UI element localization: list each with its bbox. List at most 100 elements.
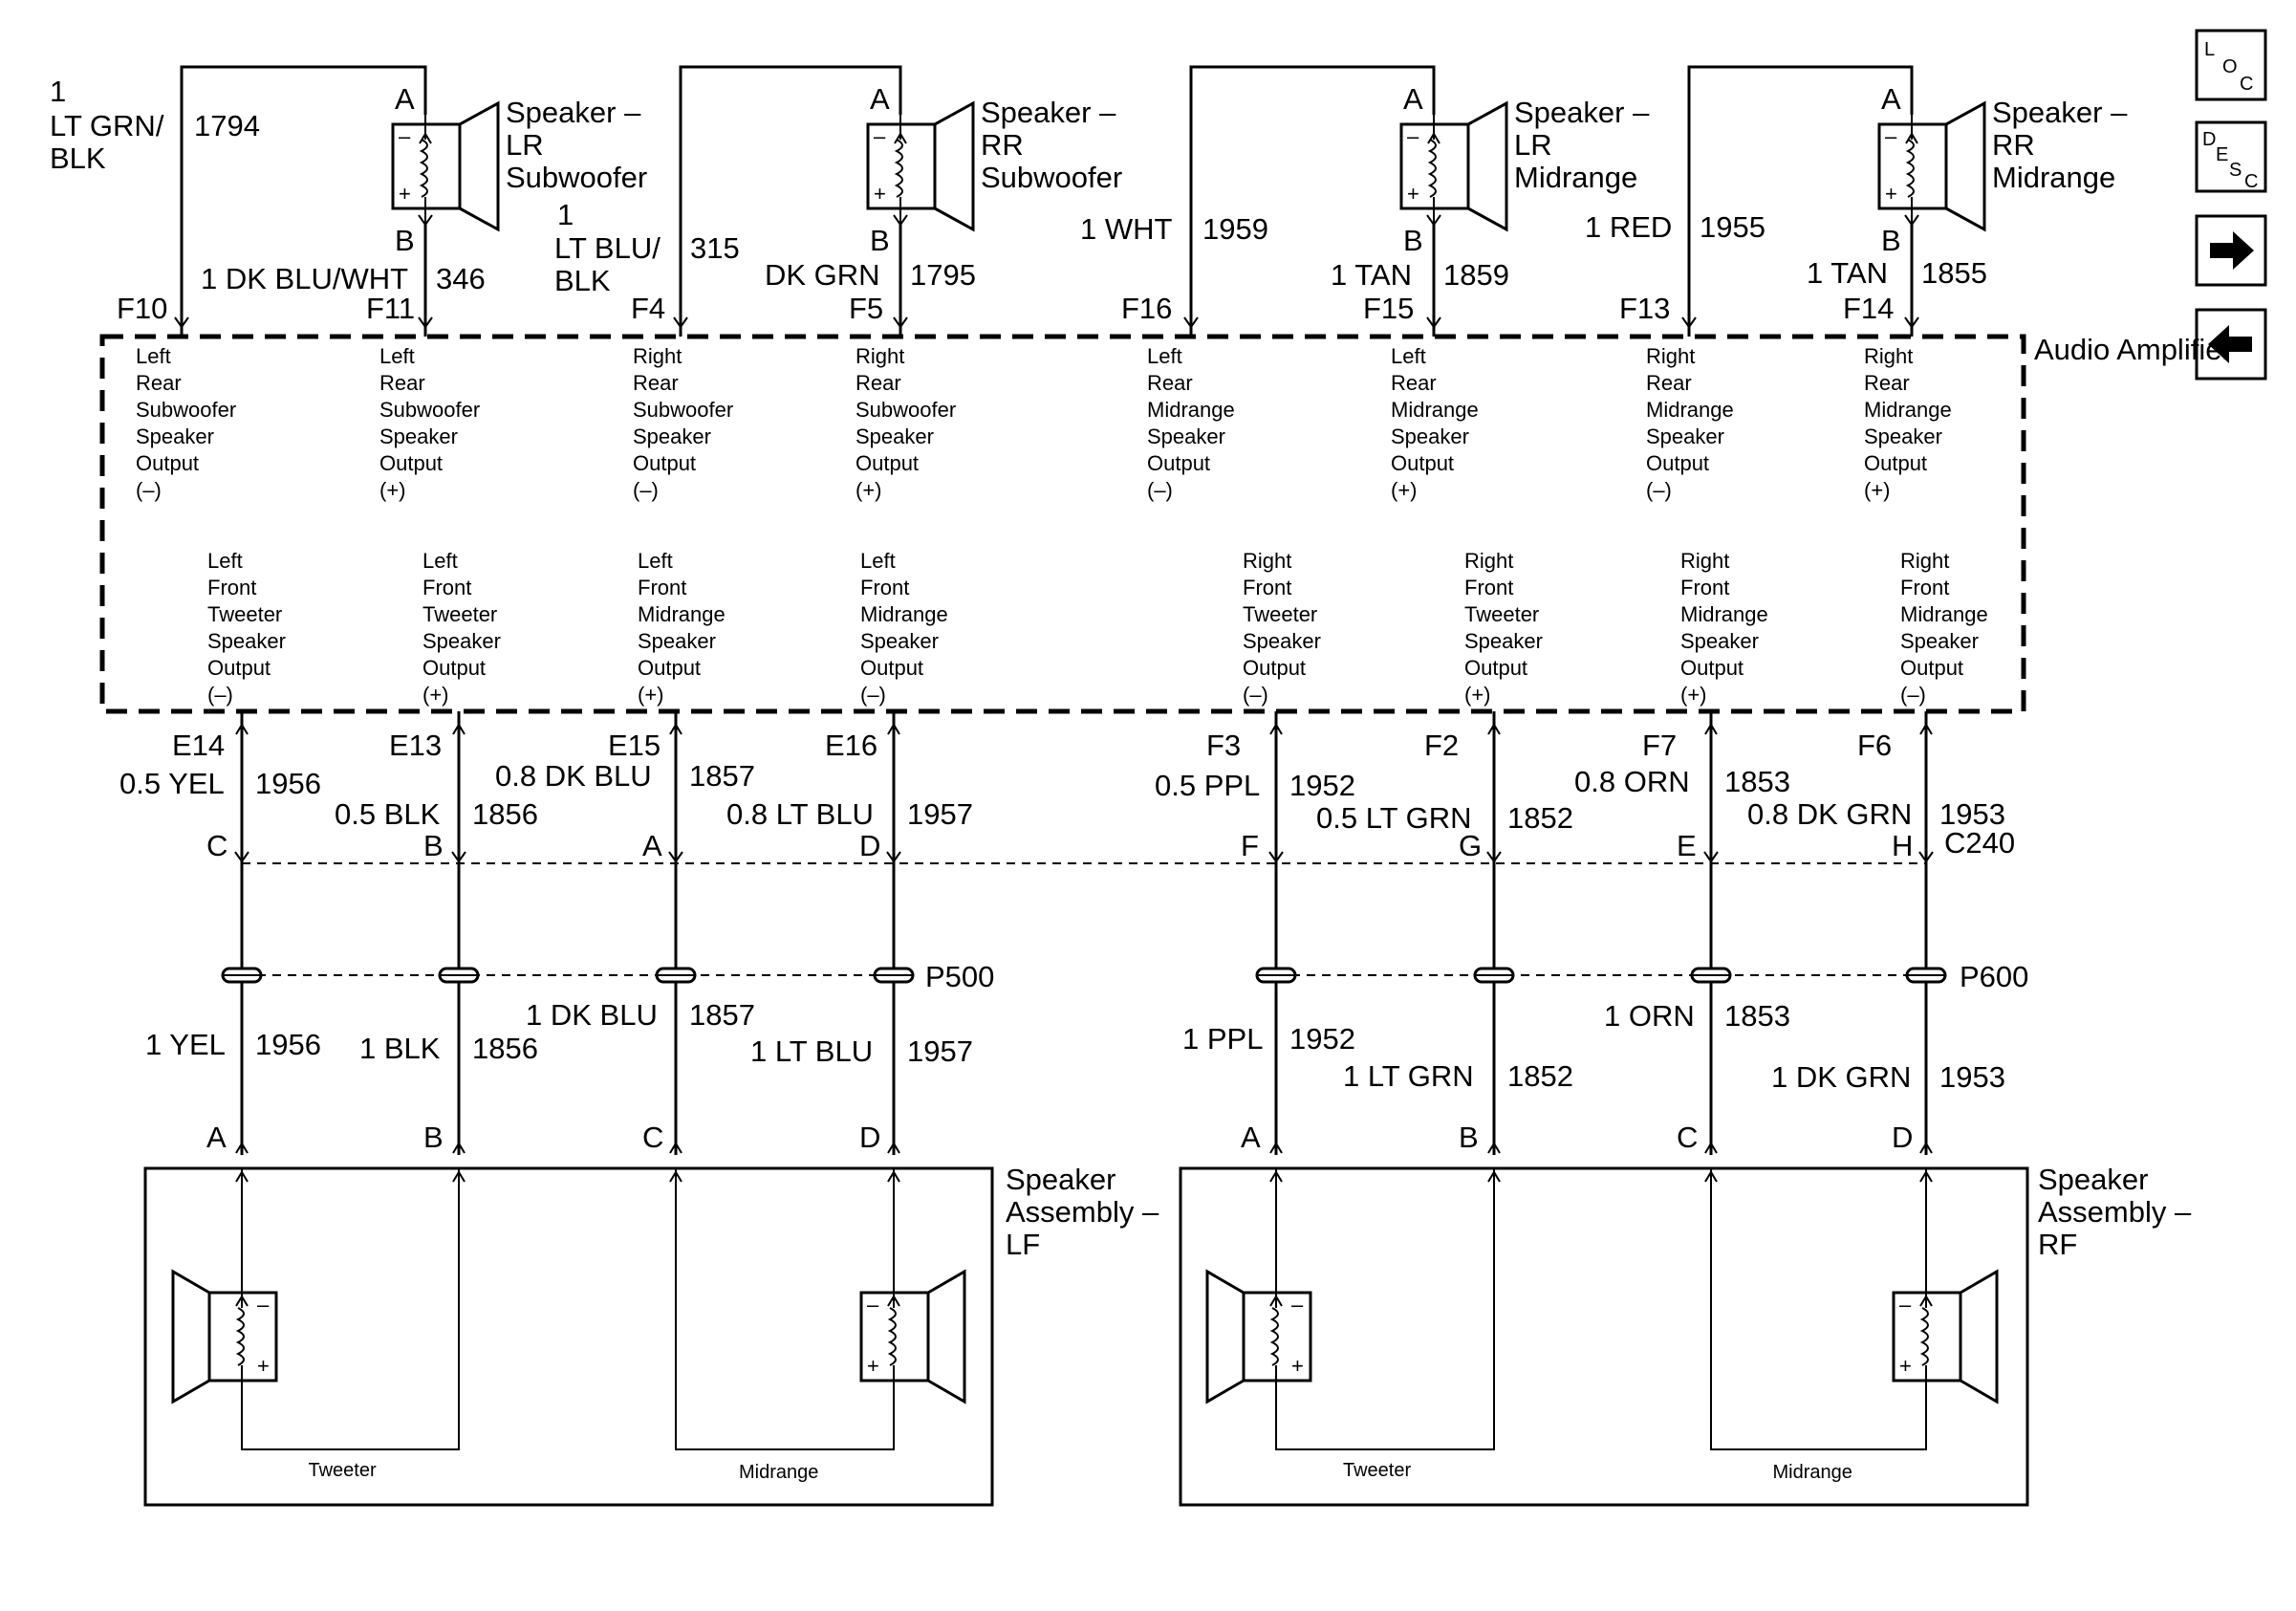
output-position-label: Rear: [136, 371, 182, 395]
output-position-label: Front: [1464, 576, 1513, 599]
output-polarity-label: (–): [633, 478, 659, 502]
midrange-speaker: –+: [1892, 1269, 1999, 1404]
output-type-label: Tweeter: [1464, 602, 1539, 626]
output-output-word: Output: [422, 656, 486, 680]
output-type-label: Subwoofer: [633, 398, 733, 422]
upper-wire-circuit: 1953: [1939, 797, 2005, 831]
output-type-label: Midrange: [1391, 398, 1479, 422]
output-side-label: Left: [207, 549, 243, 573]
output-position-label: Rear: [1391, 371, 1437, 395]
output-type-label: Tweeter: [422, 602, 497, 626]
output-output-word: Output: [1900, 656, 1963, 680]
plus-sign: +: [874, 182, 886, 206]
output-side-label: Left: [379, 344, 415, 368]
pin-label: F15: [1363, 292, 1414, 325]
output-speaker-word: Speaker: [1646, 425, 1724, 448]
output-position-label: Front: [1680, 576, 1729, 599]
coil-icon: [1905, 139, 1915, 198]
pin-label: F11: [366, 292, 415, 325]
assembly-name-line1: Speaker: [1006, 1163, 1116, 1196]
output-position-label: Rear: [1147, 371, 1193, 395]
lower-wire-spec: 1 ORN: [1604, 999, 1695, 1033]
output-type-label: Midrange: [1864, 398, 1952, 422]
c240-pin-label: A: [642, 829, 662, 862]
output-side-label: Left: [1391, 344, 1426, 368]
output-output-word: Output: [860, 656, 923, 680]
output-speaker-word: Speaker: [136, 425, 214, 448]
assembly-pin-label: D: [859, 1121, 880, 1154]
output-polarity-label: (–): [1147, 478, 1173, 502]
internal-wire: [675, 1168, 895, 1450]
minus-sign: –: [1885, 124, 1897, 148]
lower-wire-circuit: 1957: [907, 1034, 973, 1068]
coil-icon: [419, 139, 428, 198]
output-type-label: Subwoofer: [379, 398, 480, 422]
loc-letter-c: C: [2240, 74, 2253, 95]
upper-wire-spec: 0.5 PPL: [1155, 769, 1260, 802]
output-type-label: Midrange: [1646, 398, 1734, 422]
amp-pin-f15: F15: [1363, 292, 1441, 337]
pin-label: F4: [631, 292, 665, 325]
amplifier-title: Audio Amplifier: [2034, 333, 2232, 366]
plus-sign: +: [399, 182, 411, 206]
assembly-pin-label: A: [206, 1121, 227, 1154]
upper-wire-spec: 0.5 BLK: [335, 797, 441, 831]
output-polarity-label: (+): [856, 478, 882, 502]
arrow-right-icon: [2210, 231, 2254, 270]
pin-label: F16: [1121, 292, 1172, 325]
output-side-label: Right: [1464, 549, 1513, 573]
plus-sign: +: [257, 1354, 270, 1378]
assembly-name-line2: Assembly –: [2038, 1195, 2192, 1229]
amp-bottom-pin-label: F3: [1206, 729, 1241, 762]
internal-wire: [241, 1168, 460, 1450]
output-speaker-word: Speaker: [1391, 425, 1469, 448]
output-position-label: Rear: [633, 371, 679, 395]
upper-wire-circuit: 1856: [472, 797, 538, 831]
output-type-label: Tweeter: [207, 602, 282, 626]
lower-wire-spec: 1 BLK: [359, 1032, 441, 1065]
amp-pin-f16: F16: [1121, 292, 1199, 337]
location-button[interactable]: L O C: [2195, 29, 2267, 101]
speaker-name-line1: Speaker –: [506, 96, 641, 129]
plus-sign: +: [1407, 182, 1419, 206]
output-speaker-word: Speaker: [860, 629, 939, 653]
speaker-name-line2: LR: [506, 128, 544, 162]
plus-sign: +: [1291, 1354, 1304, 1378]
assembly-name-line1: Speaker: [2038, 1163, 2148, 1196]
assembly-pin-label: B: [1459, 1121, 1479, 1154]
lower-wire-spec: 1 YEL: [145, 1028, 226, 1061]
assembly-name-line2: Assembly –: [1006, 1195, 1159, 1229]
tweeter-speaker: –+: [171, 1269, 278, 1404]
output-output-word: Output: [1680, 656, 1744, 680]
previous-page-button[interactable]: [2195, 308, 2267, 381]
output-type-label: Tweeter: [1243, 602, 1317, 626]
output-side-label: Left: [860, 549, 896, 573]
output-position-label: Front: [860, 576, 909, 599]
upper-wire-spec: 0.5 LT GRN: [1316, 801, 1472, 835]
pin-b-label: B: [395, 224, 415, 257]
lower-wire-circuit: 1952: [1289, 1022, 1355, 1056]
assembly-pin-label: A: [1241, 1121, 1261, 1154]
output-output-word: Output: [633, 451, 696, 475]
lower-wire-spec: 1 PPL: [1182, 1022, 1263, 1056]
f15-circuit: 1859: [1443, 258, 1509, 292]
output-speaker-word: Speaker: [422, 629, 501, 653]
speaker-name-line2: LR: [1514, 128, 1552, 162]
next-page-button[interactable]: [2195, 214, 2267, 287]
output-position-label: Front: [207, 576, 256, 599]
lower-wire-circuit: 1852: [1507, 1059, 1573, 1093]
c240-pin-label: E: [1677, 829, 1697, 862]
description-button[interactable]: D E S C: [2195, 120, 2267, 193]
